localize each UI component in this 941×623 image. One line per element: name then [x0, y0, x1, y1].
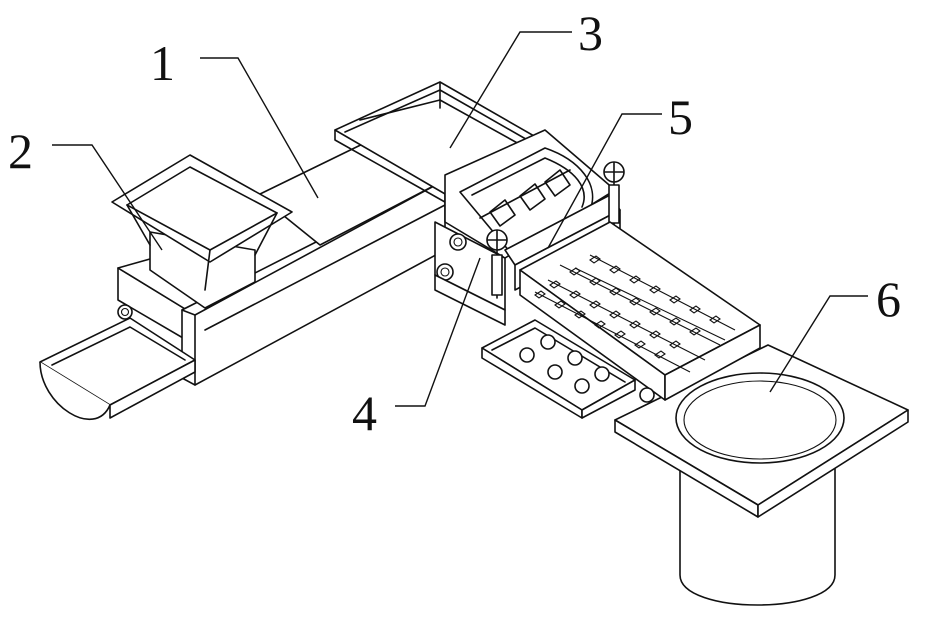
- label-1: 1: [150, 35, 175, 91]
- label-5: 5: [668, 89, 693, 145]
- label-6: 6: [876, 271, 901, 327]
- label-3: 3: [578, 5, 603, 61]
- label-4: 4: [352, 385, 377, 441]
- discharge-chute: [40, 318, 195, 419]
- label-2: 2: [8, 123, 33, 179]
